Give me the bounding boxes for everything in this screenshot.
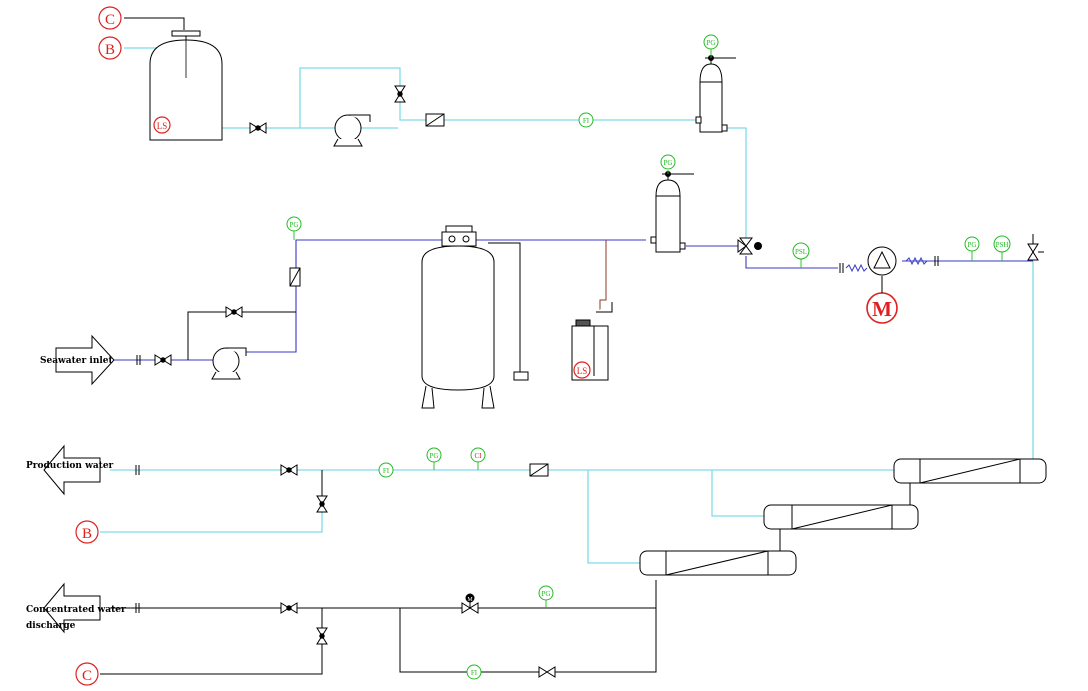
green-tags: PG FI PG PG PSL PG PSH FI PG CI PG FI (286, 34, 1011, 680)
tag-pg-hp: PG (964, 236, 980, 252)
flanges (135, 256, 939, 613)
membrane-2 (763, 504, 919, 530)
water-lines (100, 47, 1034, 564)
valve-bypass-vertical[interactable] (394, 85, 406, 103)
svg-text:C: C (105, 12, 115, 28)
valve-product-b[interactable] (316, 495, 328, 513)
svg-text:M: M (872, 297, 892, 321)
tag-c-concentrate: C (75, 662, 99, 686)
valve-concentrate-c[interactable] (316, 627, 328, 645)
concentrate-line (110, 580, 657, 609)
svg-text:FI: FI (471, 669, 478, 677)
svg-text:PSL: PSL (795, 248, 807, 256)
svg-text:PG: PG (664, 159, 673, 167)
svg-text:PG: PG (968, 241, 977, 249)
svg-text:C: C (82, 668, 92, 684)
concentrate-c-line (100, 642, 323, 675)
tag-pg-product: PG (426, 447, 442, 463)
tag-pg-feed: PG (286, 216, 302, 232)
tag-ls-tank: LS (153, 116, 171, 134)
product-collector-b (711, 470, 766, 517)
svg-text:CI: CI (475, 452, 483, 460)
filter-drain-line (488, 242, 521, 372)
high-pressure-pump[interactable] (867, 246, 897, 276)
svg-text:PSH: PSH (996, 241, 1009, 249)
valves (154, 85, 1044, 678)
ro-membranes (639, 458, 1047, 576)
check-valve-product (529, 463, 549, 477)
check-valve-top (425, 113, 445, 127)
svg-text:PG: PG (707, 39, 716, 47)
discharge-label: discharge (26, 621, 76, 631)
tag-b-product: B (75, 520, 99, 544)
flex-hoses (845, 256, 928, 273)
valve-motorized[interactable] (461, 593, 479, 614)
svg-text:B: B (82, 526, 92, 542)
tag-c-top: C (98, 6, 122, 30)
bypass-loop-line (299, 67, 696, 128)
tag-psl: PSL (792, 242, 810, 260)
instrument-stems (293, 49, 1003, 608)
tag-psh: PSH (993, 235, 1011, 253)
valve-concentrate[interactable] (280, 602, 298, 614)
svg-text:PG: PG (290, 221, 299, 229)
valve-concentrate-bypass[interactable] (538, 666, 556, 678)
valve-production[interactable] (280, 464, 298, 476)
tag-ci-product: CI (470, 447, 486, 463)
svg-text:PG: PG (542, 590, 551, 598)
tag-fi-concentrate: FI (466, 664, 482, 680)
seawater-inlet-label: Seawater inlet (40, 356, 114, 366)
membrane-interconnects (779, 483, 911, 551)
membrane-1 (893, 458, 1047, 484)
seawater-bypass (187, 311, 296, 360)
tag-ls-dosing: LS (573, 361, 591, 379)
tag-pg-cartridge1: PG (703, 34, 719, 50)
check-valve-feed (289, 267, 301, 287)
tag-fi-top: FI (578, 112, 594, 128)
tag-motor: M (866, 292, 898, 324)
seawater-inlet-arrow: Seawater inlet (40, 334, 115, 386)
concentrated-water-label: Concentrated water (26, 605, 126, 615)
svg-text:FI: FI (383, 467, 390, 475)
tank-c-line (124, 17, 185, 30)
media-filter (421, 225, 529, 409)
valve-m-label: M (467, 597, 473, 603)
cartridge-filter-1 (695, 55, 736, 133)
concentrate-bypass (399, 608, 657, 673)
valve-tank-outlet[interactable] (249, 122, 267, 134)
black-lines (100, 17, 883, 675)
red-tags: C B B C M LS LS (75, 6, 898, 686)
svg-text:PG: PG (430, 452, 439, 460)
svg-text:LS: LS (577, 366, 588, 376)
cartridge-filter-2 (650, 171, 694, 253)
production-water-label: Production water (26, 461, 114, 471)
svg-text:LS: LS (157, 121, 168, 131)
svg-text:FI: FI (583, 117, 590, 125)
tag-pg-concentrate: PG (538, 585, 554, 601)
hp-feed-line (745, 256, 838, 269)
storage-tank (149, 30, 223, 141)
transfer-pump[interactable] (333, 114, 371, 147)
valve-seawater-bypass[interactable] (225, 306, 243, 318)
svg-text:B: B (105, 42, 115, 58)
tag-pg-cartridge2: PG (660, 154, 676, 170)
valve-seawater-inlet[interactable] (154, 354, 172, 366)
check-valves (289, 113, 549, 477)
product-b-line (100, 512, 323, 533)
concentrated-water-arrow: Concentrated water discharge (26, 582, 126, 634)
feed-pump[interactable] (211, 347, 247, 380)
membrane-3 (639, 550, 797, 576)
valve-three-way[interactable] (737, 237, 762, 255)
tag-fi-product: FI (378, 462, 394, 478)
product-collector-a (587, 470, 640, 564)
relief-valve[interactable] (1027, 234, 1044, 261)
cartridge1-outlet-line (722, 127, 747, 238)
dosing-line (599, 240, 607, 312)
tag-b-top: B (98, 36, 122, 60)
production-water-arrow: Production water (26, 444, 114, 496)
